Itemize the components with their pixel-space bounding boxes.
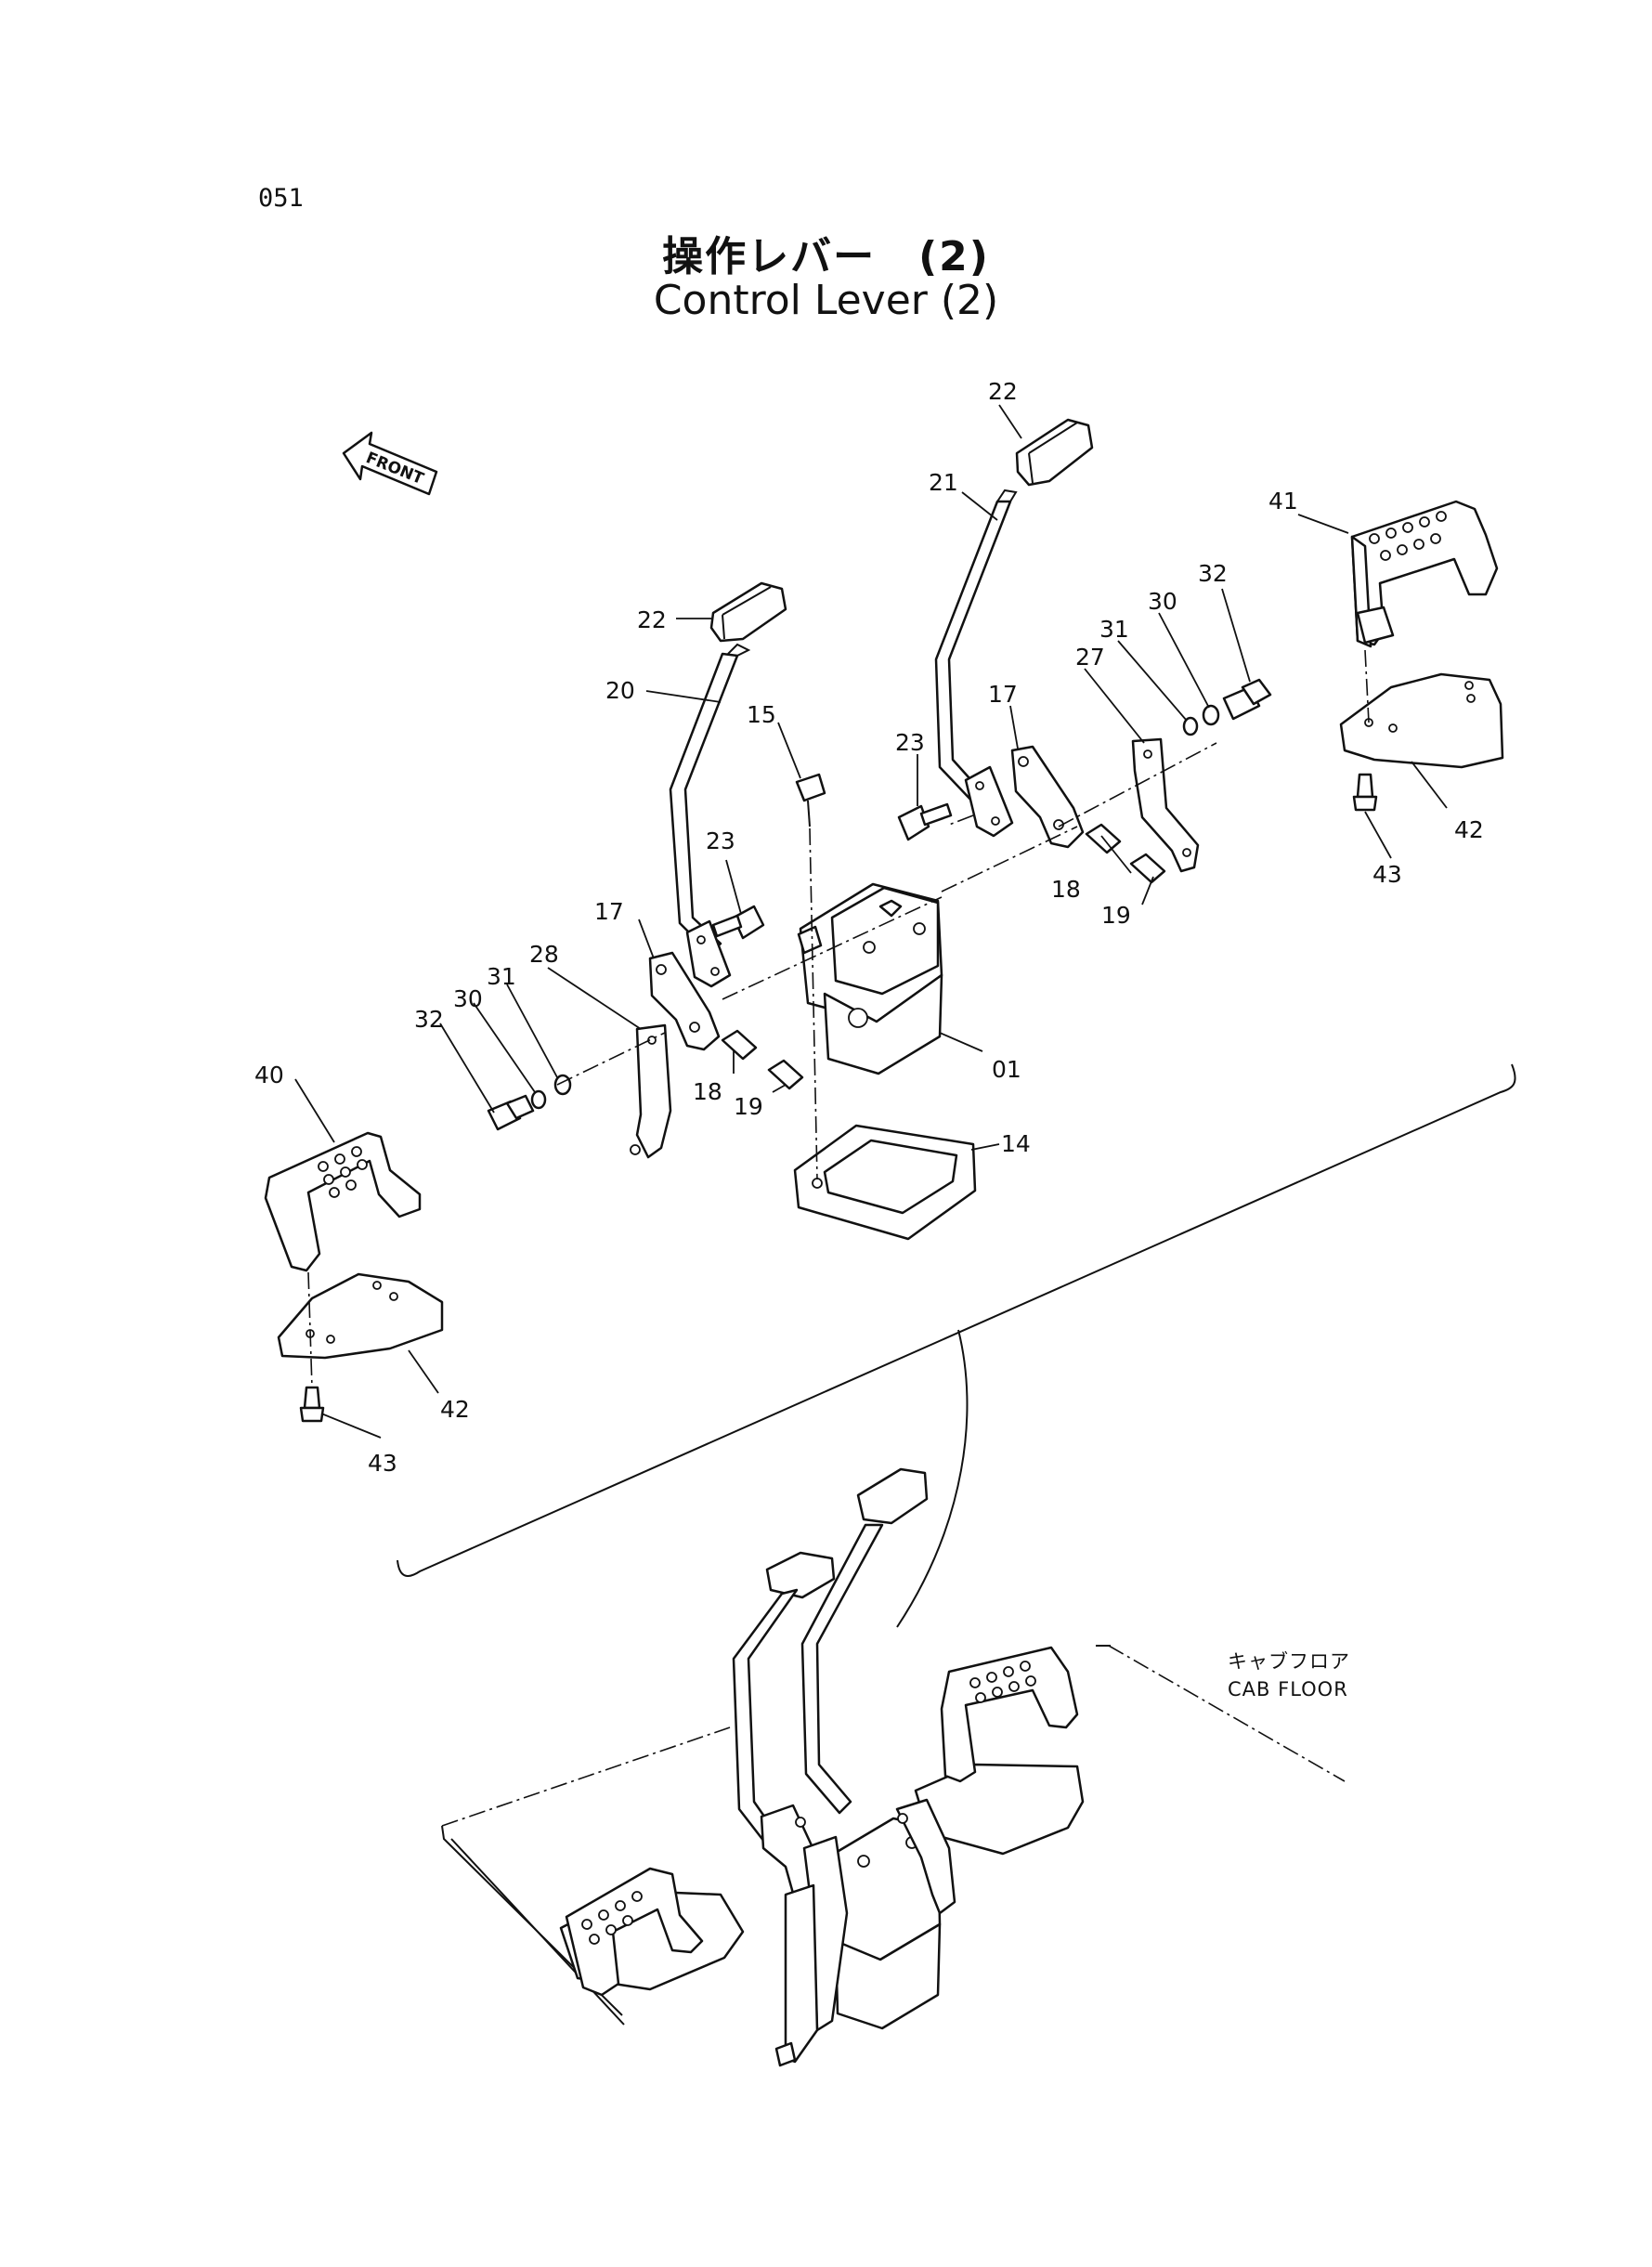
label-19-left: 19 xyxy=(734,1093,763,1120)
bolt-23-left xyxy=(711,905,765,940)
label-28: 28 xyxy=(529,941,559,968)
title-english: Control Lever (2) xyxy=(653,277,999,324)
label-20: 20 xyxy=(605,677,635,704)
left-fasteners xyxy=(487,1074,572,1131)
left-base-plate-42 xyxy=(277,1272,444,1360)
title-japanese: 操作レバー (2) xyxy=(662,233,990,280)
page-number: 051 xyxy=(258,184,304,213)
label-01: 01 xyxy=(992,1056,1021,1083)
cab-floor-label-japanese: キャブフロア xyxy=(1228,1650,1350,1673)
right-bracket-17 xyxy=(1010,745,1085,849)
label-42-right: 42 xyxy=(1454,816,1484,843)
label-19-right: 19 xyxy=(1101,902,1131,929)
right-plate-27 xyxy=(1131,737,1200,873)
label-31-left: 31 xyxy=(487,963,516,990)
cab-floor-annotation: キャブフロア CAB FLOOR xyxy=(1228,1650,1350,1700)
screw-43-right xyxy=(1352,773,1378,812)
label-22-left: 22 xyxy=(637,606,667,633)
left-lever-knob xyxy=(709,581,787,643)
right-control-lever xyxy=(934,489,1018,838)
label-30-right: 30 xyxy=(1148,588,1177,615)
leader-lines xyxy=(294,404,1448,1439)
label-43-right: 43 xyxy=(1372,861,1402,888)
label-15: 15 xyxy=(747,701,776,728)
left-bracket-17 xyxy=(648,951,721,1051)
pins-right xyxy=(1085,823,1166,884)
left-armrest-40 xyxy=(264,1131,422,1272)
label-17-left: 17 xyxy=(594,898,624,925)
label-32-left: 32 xyxy=(414,1006,444,1033)
right-lever-knob xyxy=(1015,418,1094,487)
label-41: 41 xyxy=(1268,488,1298,515)
label-21: 21 xyxy=(929,469,958,496)
left-plate-28 xyxy=(630,1023,672,1159)
label-43-left: 43 xyxy=(368,1450,397,1477)
label-31-right: 31 xyxy=(1099,616,1129,643)
right-armrest-41 xyxy=(1350,500,1499,648)
label-17-right: 17 xyxy=(988,681,1018,708)
label-42-left: 42 xyxy=(440,1396,470,1423)
right-base-plate-42 xyxy=(1339,672,1504,769)
assembly-centerlines xyxy=(307,649,1370,1388)
part-labels: 22 21 41 32 30 31 27 17 23 15 22 20 23 1… xyxy=(254,378,1484,1477)
boot-plate-14 xyxy=(793,1124,977,1241)
label-18-left: 18 xyxy=(693,1078,722,1105)
front-arrow-icon: FRONT xyxy=(342,431,438,496)
view-separator-line xyxy=(397,1063,1516,1577)
cab-floor-label-english: CAB FLOOR xyxy=(1228,1678,1348,1700)
label-18-right: 18 xyxy=(1051,876,1081,903)
assembled-view xyxy=(441,1467,1346,2067)
pilot-valve-01 xyxy=(797,882,943,1075)
bolt-23-right xyxy=(897,802,953,841)
bolt-15 xyxy=(795,773,826,827)
label-32-right: 32 xyxy=(1198,560,1228,587)
label-22-right: 22 xyxy=(988,378,1018,405)
label-27: 27 xyxy=(1075,644,1105,671)
label-40: 40 xyxy=(254,1062,284,1088)
left-control-lever xyxy=(669,643,751,988)
label-23-left: 23 xyxy=(706,827,735,854)
label-23-right: 23 xyxy=(895,729,925,756)
cable-line xyxy=(896,1329,969,1628)
screw-43-left xyxy=(299,1386,325,1423)
right-fasteners xyxy=(1182,678,1272,736)
pins-left xyxy=(721,1029,804,1090)
label-30-left: 30 xyxy=(453,985,483,1012)
label-14: 14 xyxy=(1001,1130,1031,1157)
